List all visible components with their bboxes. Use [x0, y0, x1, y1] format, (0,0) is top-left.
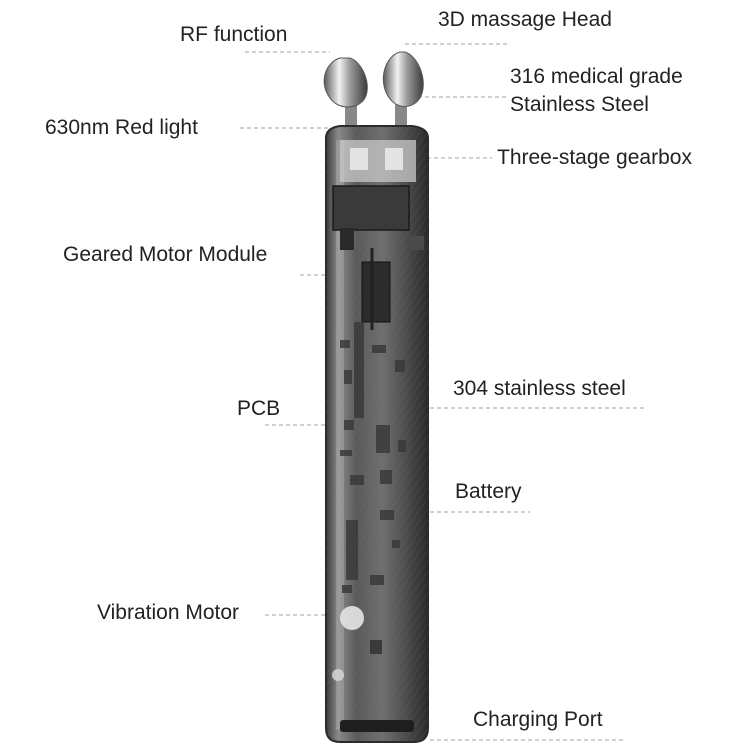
vibration-motor: [332, 606, 382, 681]
label-battery: Battery: [455, 480, 522, 503]
label-red-light: 630nm Red light: [45, 116, 198, 139]
label-massage-head: 3D massage Head: [438, 8, 612, 31]
label-vibration-motor: Vibration Motor: [97, 601, 240, 624]
leader-lines: [240, 43, 645, 741]
label-charging-port: Charging Port: [473, 708, 603, 731]
label-rf-function: RF function: [180, 23, 288, 46]
label-316-steel-line1: 316 medical grade: [510, 65, 683, 88]
label-316-steel-line2: Stainless Steel: [510, 93, 649, 116]
label-pcb: PCB: [237, 397, 281, 420]
label-motor-module: Geared Motor Module: [63, 243, 268, 266]
label-gearbox: Three-stage gearbox: [497, 146, 692, 169]
label-304-steel: 304 stainless steel: [453, 377, 626, 400]
gearbox: [340, 140, 416, 182]
geared-motor-module: [332, 185, 424, 330]
charging-port: [340, 720, 414, 732]
pcb: [340, 322, 406, 593]
